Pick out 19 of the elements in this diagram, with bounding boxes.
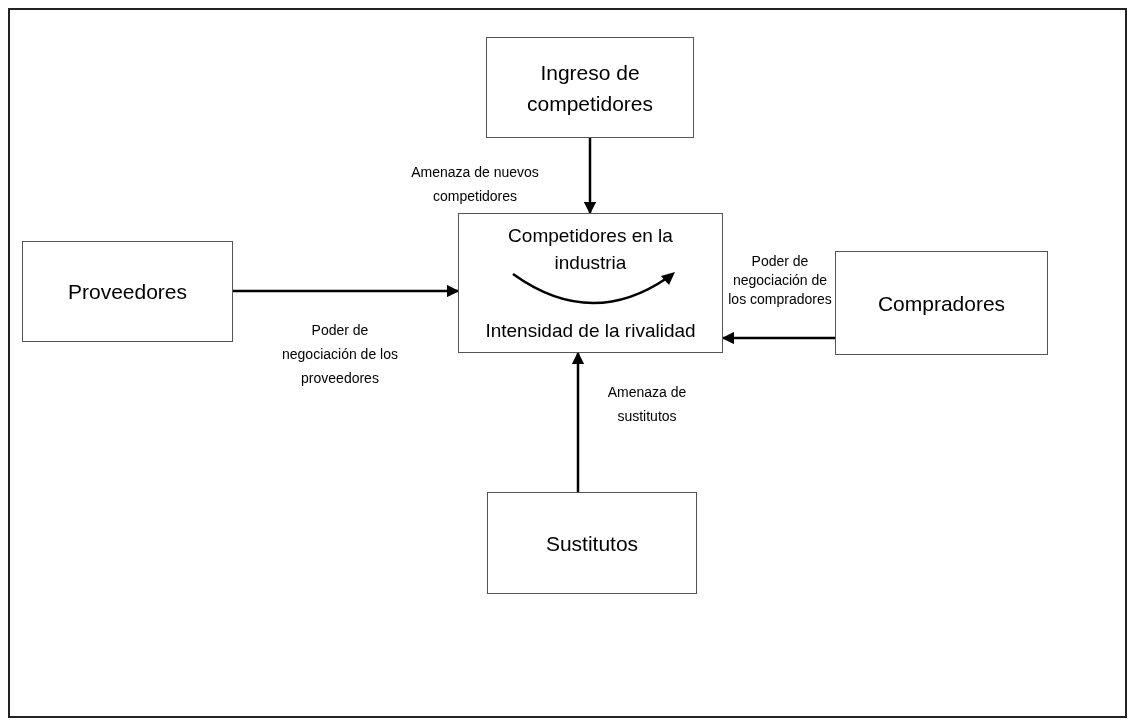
- edge-label: Poder de negociación de los proveedores: [281, 321, 399, 388]
- arrow: [721, 331, 835, 345]
- box-text: Ingreso de competidores: [525, 59, 655, 117]
- process-box: [22, 241, 233, 342]
- edge-label: Amenaza de sustitutos: [606, 383, 688, 426]
- box-text: Compradores: [876, 290, 1007, 317]
- box-text: Proveedores: [66, 279, 189, 305]
- arrow: [571, 351, 585, 492]
- box-text: Competidores en la industria: [507, 224, 674, 275]
- process-box: [835, 251, 1048, 355]
- edge-label: Amenaza de nuevos competidores: [410, 163, 540, 206]
- box-text: Intensidad de la rivalidad: [484, 319, 697, 343]
- arrow: [583, 138, 597, 215]
- process-box: [458, 213, 723, 353]
- process-box: [487, 492, 697, 594]
- box-text: Sustitutos: [544, 530, 640, 557]
- process-box: [486, 37, 694, 138]
- arrow: [233, 284, 460, 298]
- edge-label: Poder de negociación de los compradores: [728, 252, 832, 309]
